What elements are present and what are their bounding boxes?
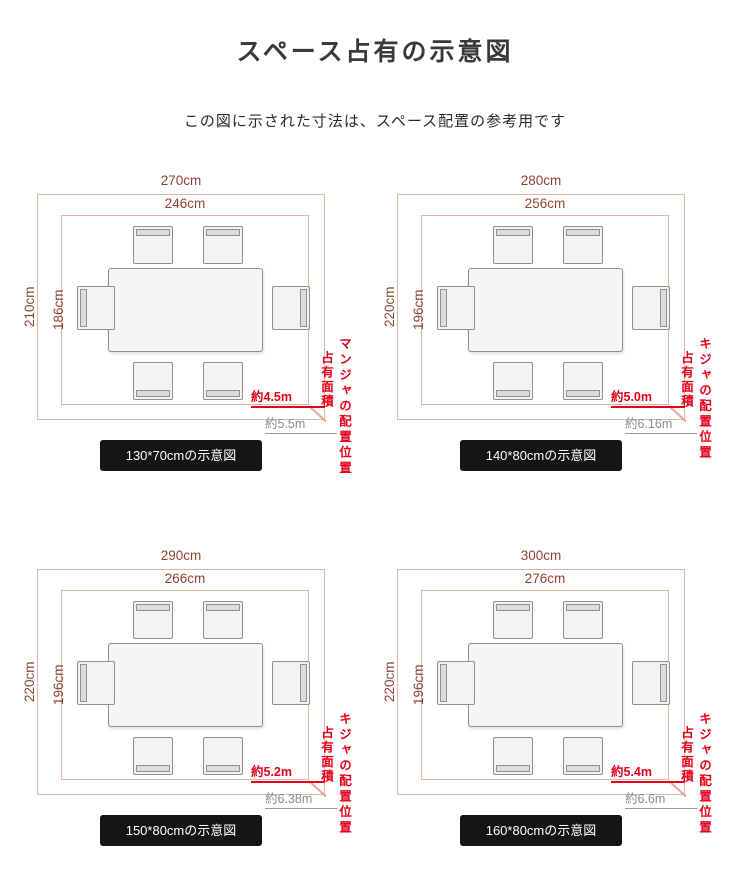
overall-area-value: 約6.16m bbox=[625, 413, 697, 434]
inner-height-label: 196cm bbox=[411, 289, 426, 331]
size-badge: 150*80cmの示意図 bbox=[100, 815, 262, 846]
chair-left bbox=[437, 661, 475, 705]
outer-height-label: 220cm bbox=[382, 286, 397, 328]
page-title: スペース占有の示意図 bbox=[236, 38, 514, 66]
placement-position-vertical-label: キジャの配置位置 bbox=[697, 337, 711, 461]
placement-position-vertical-label: キジャの配置位置 bbox=[337, 712, 351, 836]
chair-backrest bbox=[496, 229, 530, 236]
diagram-panel: 300cm 276cm 220cm 196cm 約5.4m 約6.6m 占有面積… bbox=[382, 543, 715, 873]
diagram-panel: 290cm 266cm 220cm 196cm 約5.2m 約6.38m 占有面… bbox=[22, 543, 355, 873]
chair-backrest bbox=[496, 765, 530, 772]
chair-left bbox=[77, 661, 115, 705]
chair-backrest bbox=[440, 289, 447, 327]
chair-backrest bbox=[206, 604, 240, 611]
chair-backrest bbox=[80, 664, 87, 702]
diagram-panel: 270cm 246cm 210cm 186cm 約4.5m 約5.5m 占有面積… bbox=[22, 168, 355, 498]
diagram-panel: 280cm 256cm 220cm 196cm 約5.0m 約6.16m 占有面… bbox=[382, 168, 715, 498]
chair-backrest bbox=[566, 229, 600, 236]
chair-backrest bbox=[566, 604, 600, 611]
chair-right bbox=[632, 661, 670, 705]
chair-top-left bbox=[493, 601, 533, 639]
inner-width-label: 256cm bbox=[524, 196, 566, 211]
dining-table bbox=[108, 268, 263, 352]
chair-backrest bbox=[496, 604, 530, 611]
overall-area-value: 約6.6m bbox=[625, 788, 697, 809]
placement-position-vertical-label: キジャの配置位置 bbox=[697, 712, 711, 836]
chair-backrest bbox=[660, 664, 667, 702]
chair-left bbox=[437, 286, 475, 330]
inner-width-label: 276cm bbox=[524, 571, 566, 586]
chair-top-left bbox=[133, 226, 173, 264]
chair-bottom-left bbox=[133, 737, 173, 775]
dining-table bbox=[468, 268, 623, 352]
outer-width-label: 270cm bbox=[160, 173, 202, 188]
chair-backrest bbox=[660, 289, 667, 327]
chair-backrest bbox=[206, 390, 240, 397]
chair-backrest bbox=[80, 289, 87, 327]
chair-backrest bbox=[136, 390, 170, 397]
occupied-area-vertical-label: 占有面積 bbox=[679, 726, 693, 784]
chair-bottom-right bbox=[203, 737, 243, 775]
occupied-area-value: 約5.2m bbox=[251, 761, 325, 783]
chair-right bbox=[272, 661, 310, 705]
outer-width-label: 300cm bbox=[520, 548, 562, 563]
chair-bottom-right bbox=[203, 362, 243, 400]
overall-area-value: 約6.38m bbox=[265, 788, 337, 809]
size-badge: 140*80cmの示意図 bbox=[460, 440, 622, 471]
chair-backrest bbox=[496, 390, 530, 397]
chair-backrest bbox=[440, 664, 447, 702]
placement-position-vertical-label: マンジャの配置位置 bbox=[337, 337, 351, 477]
chair-backrest bbox=[136, 604, 170, 611]
chair-top-right bbox=[563, 226, 603, 264]
chair-backrest bbox=[300, 289, 307, 327]
outer-boundary bbox=[397, 569, 685, 795]
chair-bottom-right bbox=[563, 737, 603, 775]
inner-width-label: 266cm bbox=[164, 571, 206, 586]
occupied-area-vertical-label: 占有面積 bbox=[319, 726, 333, 784]
chair-backrest bbox=[206, 229, 240, 236]
chair-top-right bbox=[203, 226, 243, 264]
chair-bottom-left bbox=[493, 362, 533, 400]
outer-boundary bbox=[37, 194, 325, 420]
occupied-area-value: 約5.4m bbox=[611, 761, 685, 783]
chair-bottom-right bbox=[563, 362, 603, 400]
inner-width-label: 246cm bbox=[164, 196, 206, 211]
chair-backrest bbox=[566, 765, 600, 772]
chair-backrest bbox=[300, 664, 307, 702]
occupied-area-value: 約4.5m bbox=[251, 386, 325, 408]
outer-width-label: 290cm bbox=[160, 548, 202, 563]
occupied-area-vertical-label: 占有面積 bbox=[319, 351, 333, 409]
outer-width-label: 280cm bbox=[520, 173, 562, 188]
diagram-grid: 270cm 246cm 210cm 186cm 約4.5m 約5.5m 占有面積… bbox=[22, 168, 715, 873]
chair-right bbox=[272, 286, 310, 330]
chair-top-right bbox=[563, 601, 603, 639]
dining-table bbox=[108, 643, 263, 727]
chair-bottom-left bbox=[133, 362, 173, 400]
chair-backrest bbox=[136, 765, 170, 772]
chair-right bbox=[632, 286, 670, 330]
page-subtitle: この図に示された寸法は、スペース配置の参考用です bbox=[183, 113, 567, 130]
chair-bottom-left bbox=[493, 737, 533, 775]
inner-height-label: 186cm bbox=[51, 289, 66, 331]
outer-height-label: 220cm bbox=[382, 661, 397, 703]
dining-table bbox=[468, 643, 623, 727]
chair-top-left bbox=[493, 226, 533, 264]
chair-backrest bbox=[566, 390, 600, 397]
outer-boundary bbox=[397, 194, 685, 420]
occupied-area-value: 約5.0m bbox=[611, 386, 685, 408]
chair-backrest bbox=[136, 229, 170, 236]
size-badge: 160*80cmの示意図 bbox=[460, 815, 622, 846]
chair-left bbox=[77, 286, 115, 330]
outer-height-label: 220cm bbox=[22, 661, 37, 703]
chair-top-right bbox=[203, 601, 243, 639]
inner-height-label: 196cm bbox=[411, 664, 426, 706]
occupied-area-vertical-label: 占有面積 bbox=[679, 351, 693, 409]
inner-height-label: 196cm bbox=[51, 664, 66, 706]
outer-boundary bbox=[37, 569, 325, 795]
size-badge: 130*70cmの示意図 bbox=[100, 440, 262, 471]
chair-top-left bbox=[133, 601, 173, 639]
outer-height-label: 210cm bbox=[22, 286, 37, 328]
overall-area-value: 約5.5m bbox=[265, 413, 337, 434]
chair-backrest bbox=[206, 765, 240, 772]
